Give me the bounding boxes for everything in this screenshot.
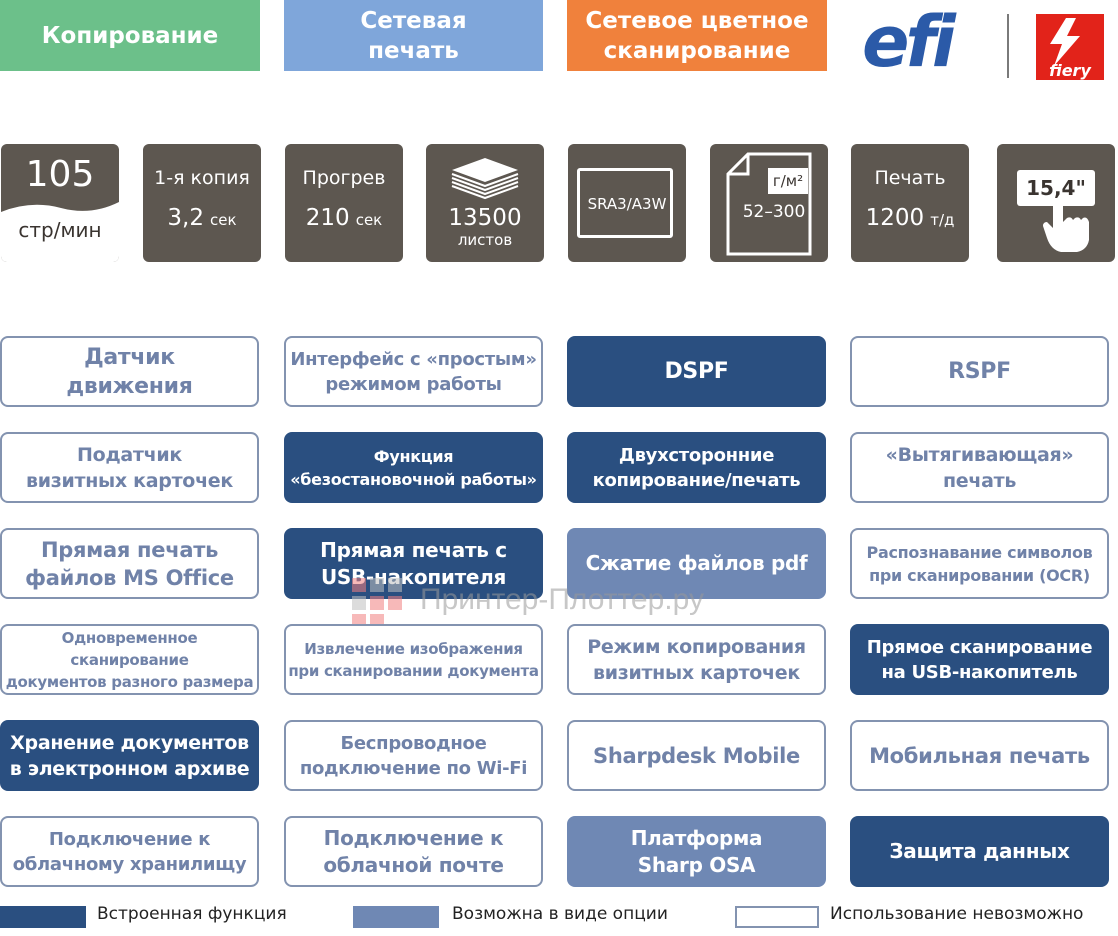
- legend-none-label: Использование невозможно: [830, 904, 1084, 924]
- warmup-label: Прогрев: [302, 167, 386, 189]
- warmup-time: 210 сек: [285, 206, 403, 232]
- first-copy-label: 1-я копия: [154, 167, 250, 189]
- feature-tile: Подключение к облачному хранилищу: [0, 816, 259, 887]
- feature-tile: «Вытягивающая» печать: [850, 432, 1109, 503]
- first-copy-time: 3,2 сек: [143, 206, 261, 232]
- paper-capacity-tile: 13500 листов: [426, 144, 544, 262]
- header-network-color-scan: Сетевое цветное сканирование: [567, 0, 827, 71]
- capacity-unit: листов: [457, 231, 513, 249]
- feature-tile: Функция «безостановочной работы»: [284, 432, 543, 503]
- touch-hand-icon: [1043, 198, 1089, 252]
- feature-tile: Интерфейс с «простым» режимом работы: [284, 336, 543, 407]
- feature-tile: Прямая печать файлов MS Office: [0, 528, 259, 599]
- feature-tile: Защита данных: [850, 816, 1109, 887]
- feature-tile: Беспроводное подключение по Wi-Fi: [284, 720, 543, 791]
- screen-size: 15,4": [1026, 176, 1086, 200]
- resolution-label: Печать: [874, 167, 946, 189]
- feature-tile: Режим копирования визитных карточек: [567, 624, 826, 695]
- watermark-logo-icon: [352, 578, 402, 624]
- feature-tile: Двухсторонние копирование/печать: [567, 432, 826, 503]
- legend-option-label: Возможна в виде опции: [452, 904, 668, 924]
- fiery-logo-text: fiery: [1049, 61, 1091, 80]
- feature-tile: Прямое сканирование на USB-накопитель: [850, 624, 1109, 695]
- paper-sheet-icon: [577, 168, 673, 238]
- paper-weight-unit: г/м²: [772, 172, 804, 190]
- feature-tile: Хранение документов в электронном архиве: [0, 720, 259, 791]
- lightning-icon: [1050, 18, 1080, 66]
- paper-size-tile: SRA3/A3W: [568, 144, 686, 262]
- speed-tile: 105 стр/мин: [1, 144, 119, 262]
- resolution-unit: т/д: [930, 211, 955, 229]
- speed-unit: стр/мин: [18, 218, 102, 242]
- touchscreen-tile: 15,4": [997, 144, 1115, 262]
- paper-stack-icon: [451, 158, 519, 200]
- warmup-tile: Прогрев 210 сек: [285, 144, 403, 262]
- watermark-text: Принтер-Плоттер.ру: [420, 583, 704, 616]
- warmup-unit: сек: [355, 211, 383, 229]
- logo-divider: [1007, 14, 1009, 78]
- feature-tile: Подключение к облачной почте: [284, 816, 543, 887]
- capacity-value: 13500: [448, 205, 522, 231]
- legend-none-swatch: [735, 906, 819, 928]
- resolution-line: 1200 т/д: [851, 206, 969, 232]
- feature-tile: Одновременное сканирование документов ра…: [0, 624, 259, 695]
- feature-tile: Распознавание символов при сканировании …: [850, 528, 1109, 599]
- feature-tile: DSPF: [567, 336, 826, 407]
- legend-option-swatch: [353, 906, 439, 928]
- fiery-logo: fiery: [1036, 14, 1104, 80]
- legend-builtin-label: Встроенная функция: [97, 904, 287, 924]
- efi-logo-text: efi: [862, 1, 957, 80]
- header-network-print: Сетевая печать: [284, 0, 543, 71]
- speed-wave: [1, 202, 119, 262]
- feature-tile: Датчик движения: [0, 336, 259, 407]
- feature-tile: Прямая печать с USB-накопителя: [284, 528, 543, 599]
- first-copy-tile: 1-я копия 3,2 сек: [143, 144, 261, 262]
- feature-tile: RSPF: [850, 336, 1109, 407]
- watermark: Принтер-Плоттер.ру: [350, 575, 704, 625]
- paper-size-label: SRA3/A3W: [587, 195, 667, 213]
- feature-tile: Извлечение изображения при сканировании …: [284, 624, 543, 695]
- warmup-value: 210: [305, 205, 350, 231]
- paper-weight-range: 52–300: [742, 202, 806, 222]
- first-copy-value: 3,2: [167, 205, 204, 231]
- legend-builtin-swatch: [0, 906, 86, 928]
- first-copy-unit: сек: [210, 211, 237, 229]
- feature-tile: Платформа Sharp OSA: [567, 816, 826, 887]
- document-icon: [726, 152, 812, 256]
- resolution-tile: Печать 1200 т/д: [851, 144, 969, 262]
- speed-value: 105: [25, 154, 95, 195]
- paper-weight-tile: г/м² 52–300: [710, 144, 828, 262]
- feature-tile: Податчик визитных карточек: [0, 432, 259, 503]
- efi-logo: efi: [862, 1, 961, 80]
- feature-tile: Sharpdesk Mobile: [567, 720, 826, 791]
- header-copy: Копирование: [0, 0, 260, 71]
- feature-tile: Сжатие файлов pdf: [567, 528, 826, 599]
- resolution-value: 1200: [865, 205, 925, 231]
- feature-tile: Мобильная печать: [850, 720, 1109, 791]
